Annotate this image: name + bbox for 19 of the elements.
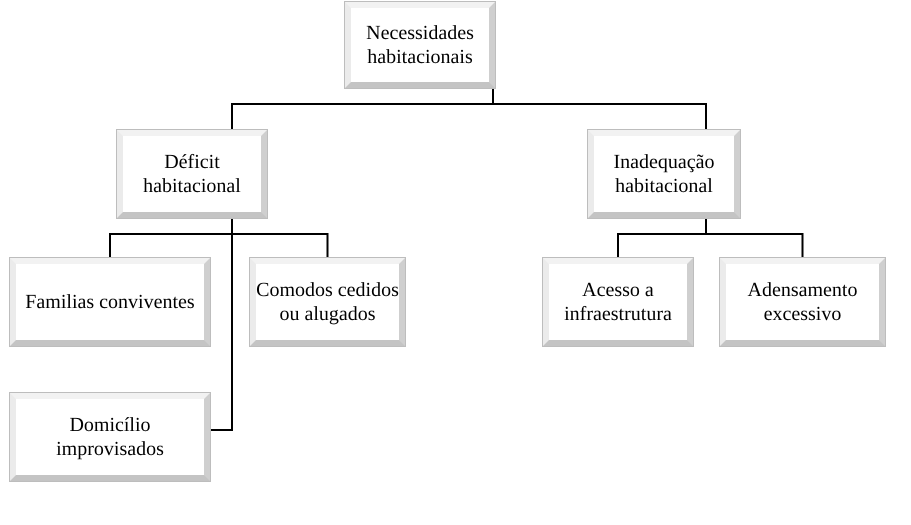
connector-line [492, 88, 707, 130]
box-label: Déficit habitacional [142, 150, 242, 198]
beveled-box [720, 258, 885, 346]
box-label: Adensamento excessivo [746, 278, 858, 326]
box-label: Inadequação habitacional [612, 150, 716, 198]
beveled-box [10, 393, 210, 481]
beveled-box [250, 258, 405, 346]
beveled-box [10, 258, 210, 346]
box-label: Domicílio improvisados [55, 413, 165, 461]
connector-line [705, 218, 804, 258]
box-label: Necessidades habitacionais [365, 21, 475, 69]
connector-line [210, 218, 233, 431]
box-label: Comodos cedidos ou alugados [256, 278, 399, 326]
beveled-box [543, 258, 693, 346]
beveled-box [588, 130, 740, 218]
box-label: Acesso a infraestrutura [563, 278, 673, 326]
beveled-box [345, 2, 495, 88]
box-label: Familias conviventes [25, 290, 195, 314]
beveled-box [117, 130, 267, 218]
